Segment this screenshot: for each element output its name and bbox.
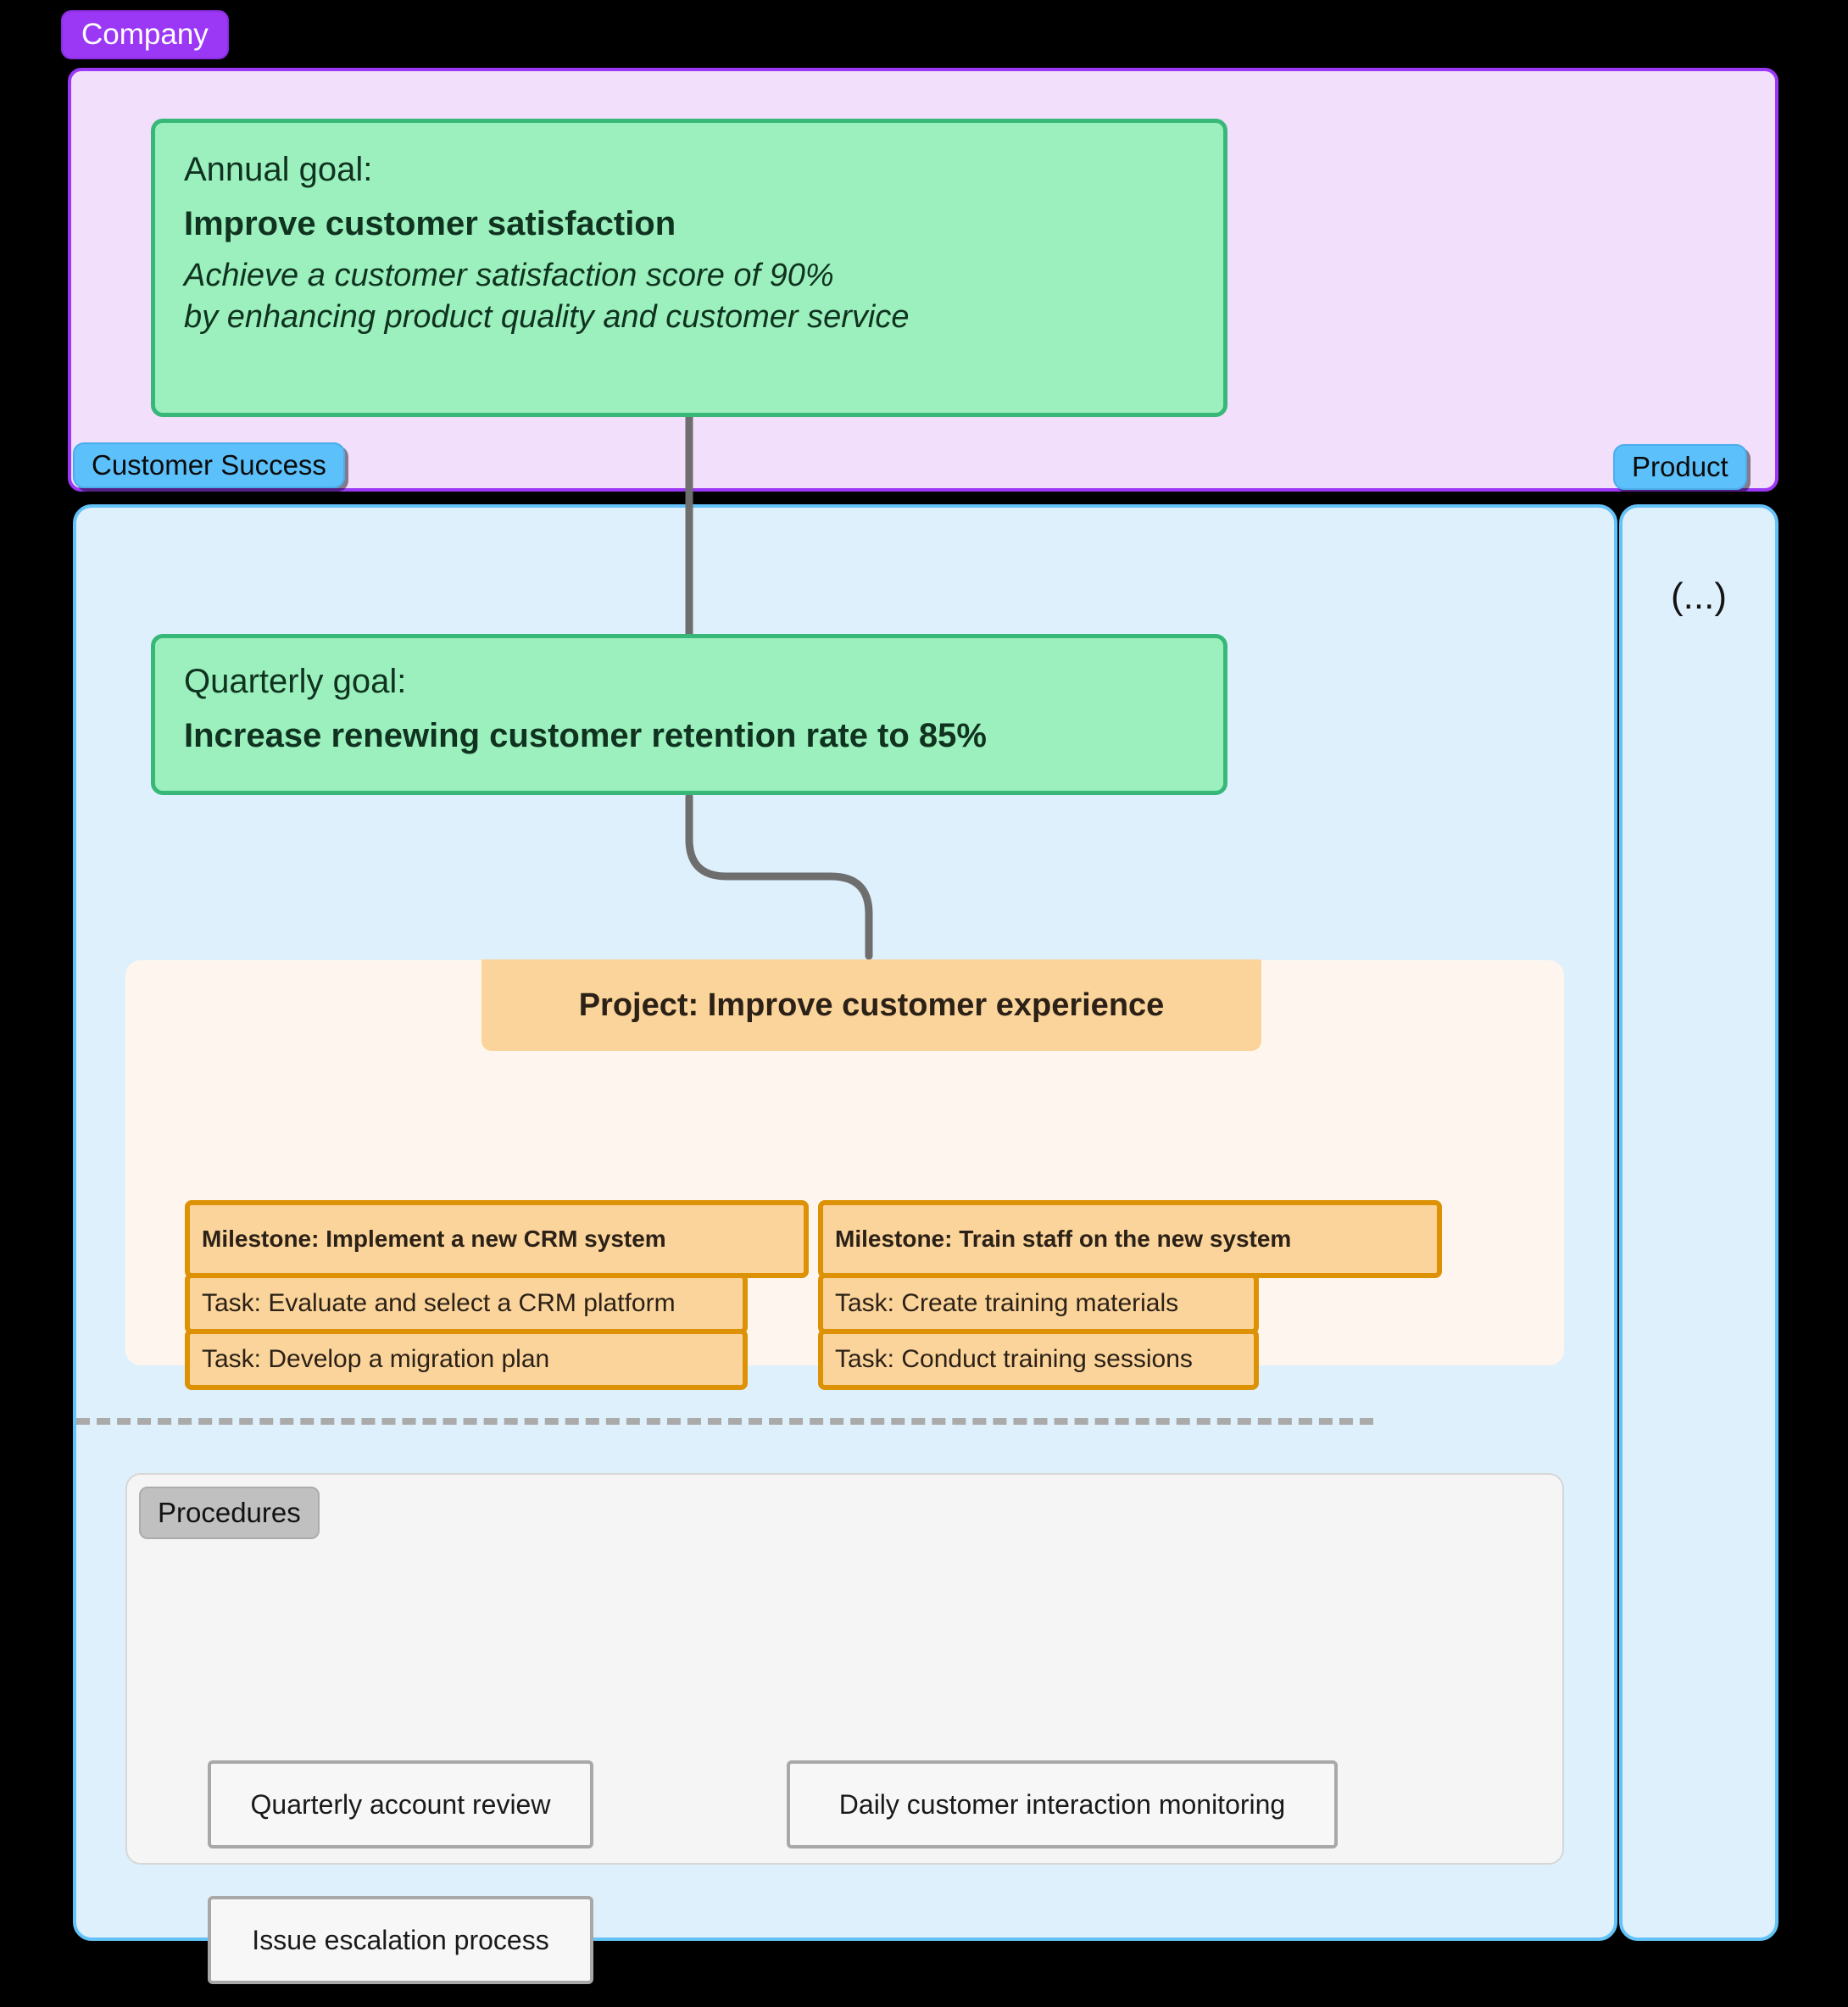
- annual-goal-description-line1: Achieve a customer satisfaction score of…: [184, 258, 834, 293]
- annual-goal-kicker: Annual goal:: [184, 151, 373, 188]
- annual-goal-description-line2: by enhancing product quality and custome…: [184, 298, 910, 335]
- task-card[interactable]: Task: Create training materials: [818, 1273, 1259, 1334]
- milestone-card[interactable]: Milestone: Implement a new CRM system: [185, 1200, 809, 1278]
- procedures-label[interactable]: Procedures: [139, 1487, 320, 1539]
- product-placeholder-text: (...): [1671, 575, 1727, 617]
- quarterly-goal-kicker: Quarterly goal:: [184, 663, 407, 700]
- task-card[interactable]: Task: Conduct training sessions: [818, 1329, 1259, 1390]
- annual-goal-title: Improve customer satisfaction: [184, 205, 676, 242]
- department-container-product: (...): [1619, 504, 1778, 1941]
- quarterly-goal-card[interactable]: Quarterly goal: Increase renewing custom…: [151, 634, 1227, 795]
- company-label[interactable]: Company: [61, 10, 229, 59]
- milestone-card[interactable]: Milestone: Train staff on the new system: [818, 1200, 1442, 1278]
- section-divider: [76, 1418, 1373, 1425]
- procedure-card[interactable]: Quarterly account review: [208, 1760, 593, 1849]
- project-header[interactable]: Project: Improve customer experience: [481, 959, 1261, 1051]
- milestone-group-0: Milestone: Implement a new CRM system Ta…: [185, 1200, 809, 1390]
- department-label-product[interactable]: Product: [1613, 444, 1747, 490]
- procedure-card[interactable]: Daily customer interaction monitoring: [787, 1760, 1338, 1849]
- quarterly-goal-title: Increase renewing customer retention rat…: [184, 717, 987, 754]
- procedure-card[interactable]: Issue escalation process: [208, 1896, 593, 1984]
- task-card[interactable]: Task: Evaluate and select a CRM platform: [185, 1273, 748, 1334]
- annual-goal-card[interactable]: Annual goal: Improve customer satisfacti…: [151, 119, 1227, 417]
- milestone-group-1: Milestone: Train staff on the new system…: [818, 1200, 1442, 1390]
- task-card[interactable]: Task: Develop a migration plan: [185, 1329, 748, 1390]
- project-container: Project: Improve customer experience Mil…: [125, 959, 1564, 1390]
- procedures-container: Procedures Quarterly account review Dail…: [125, 1473, 1564, 1984]
- department-label-customer-success[interactable]: Customer Success: [73, 442, 345, 488]
